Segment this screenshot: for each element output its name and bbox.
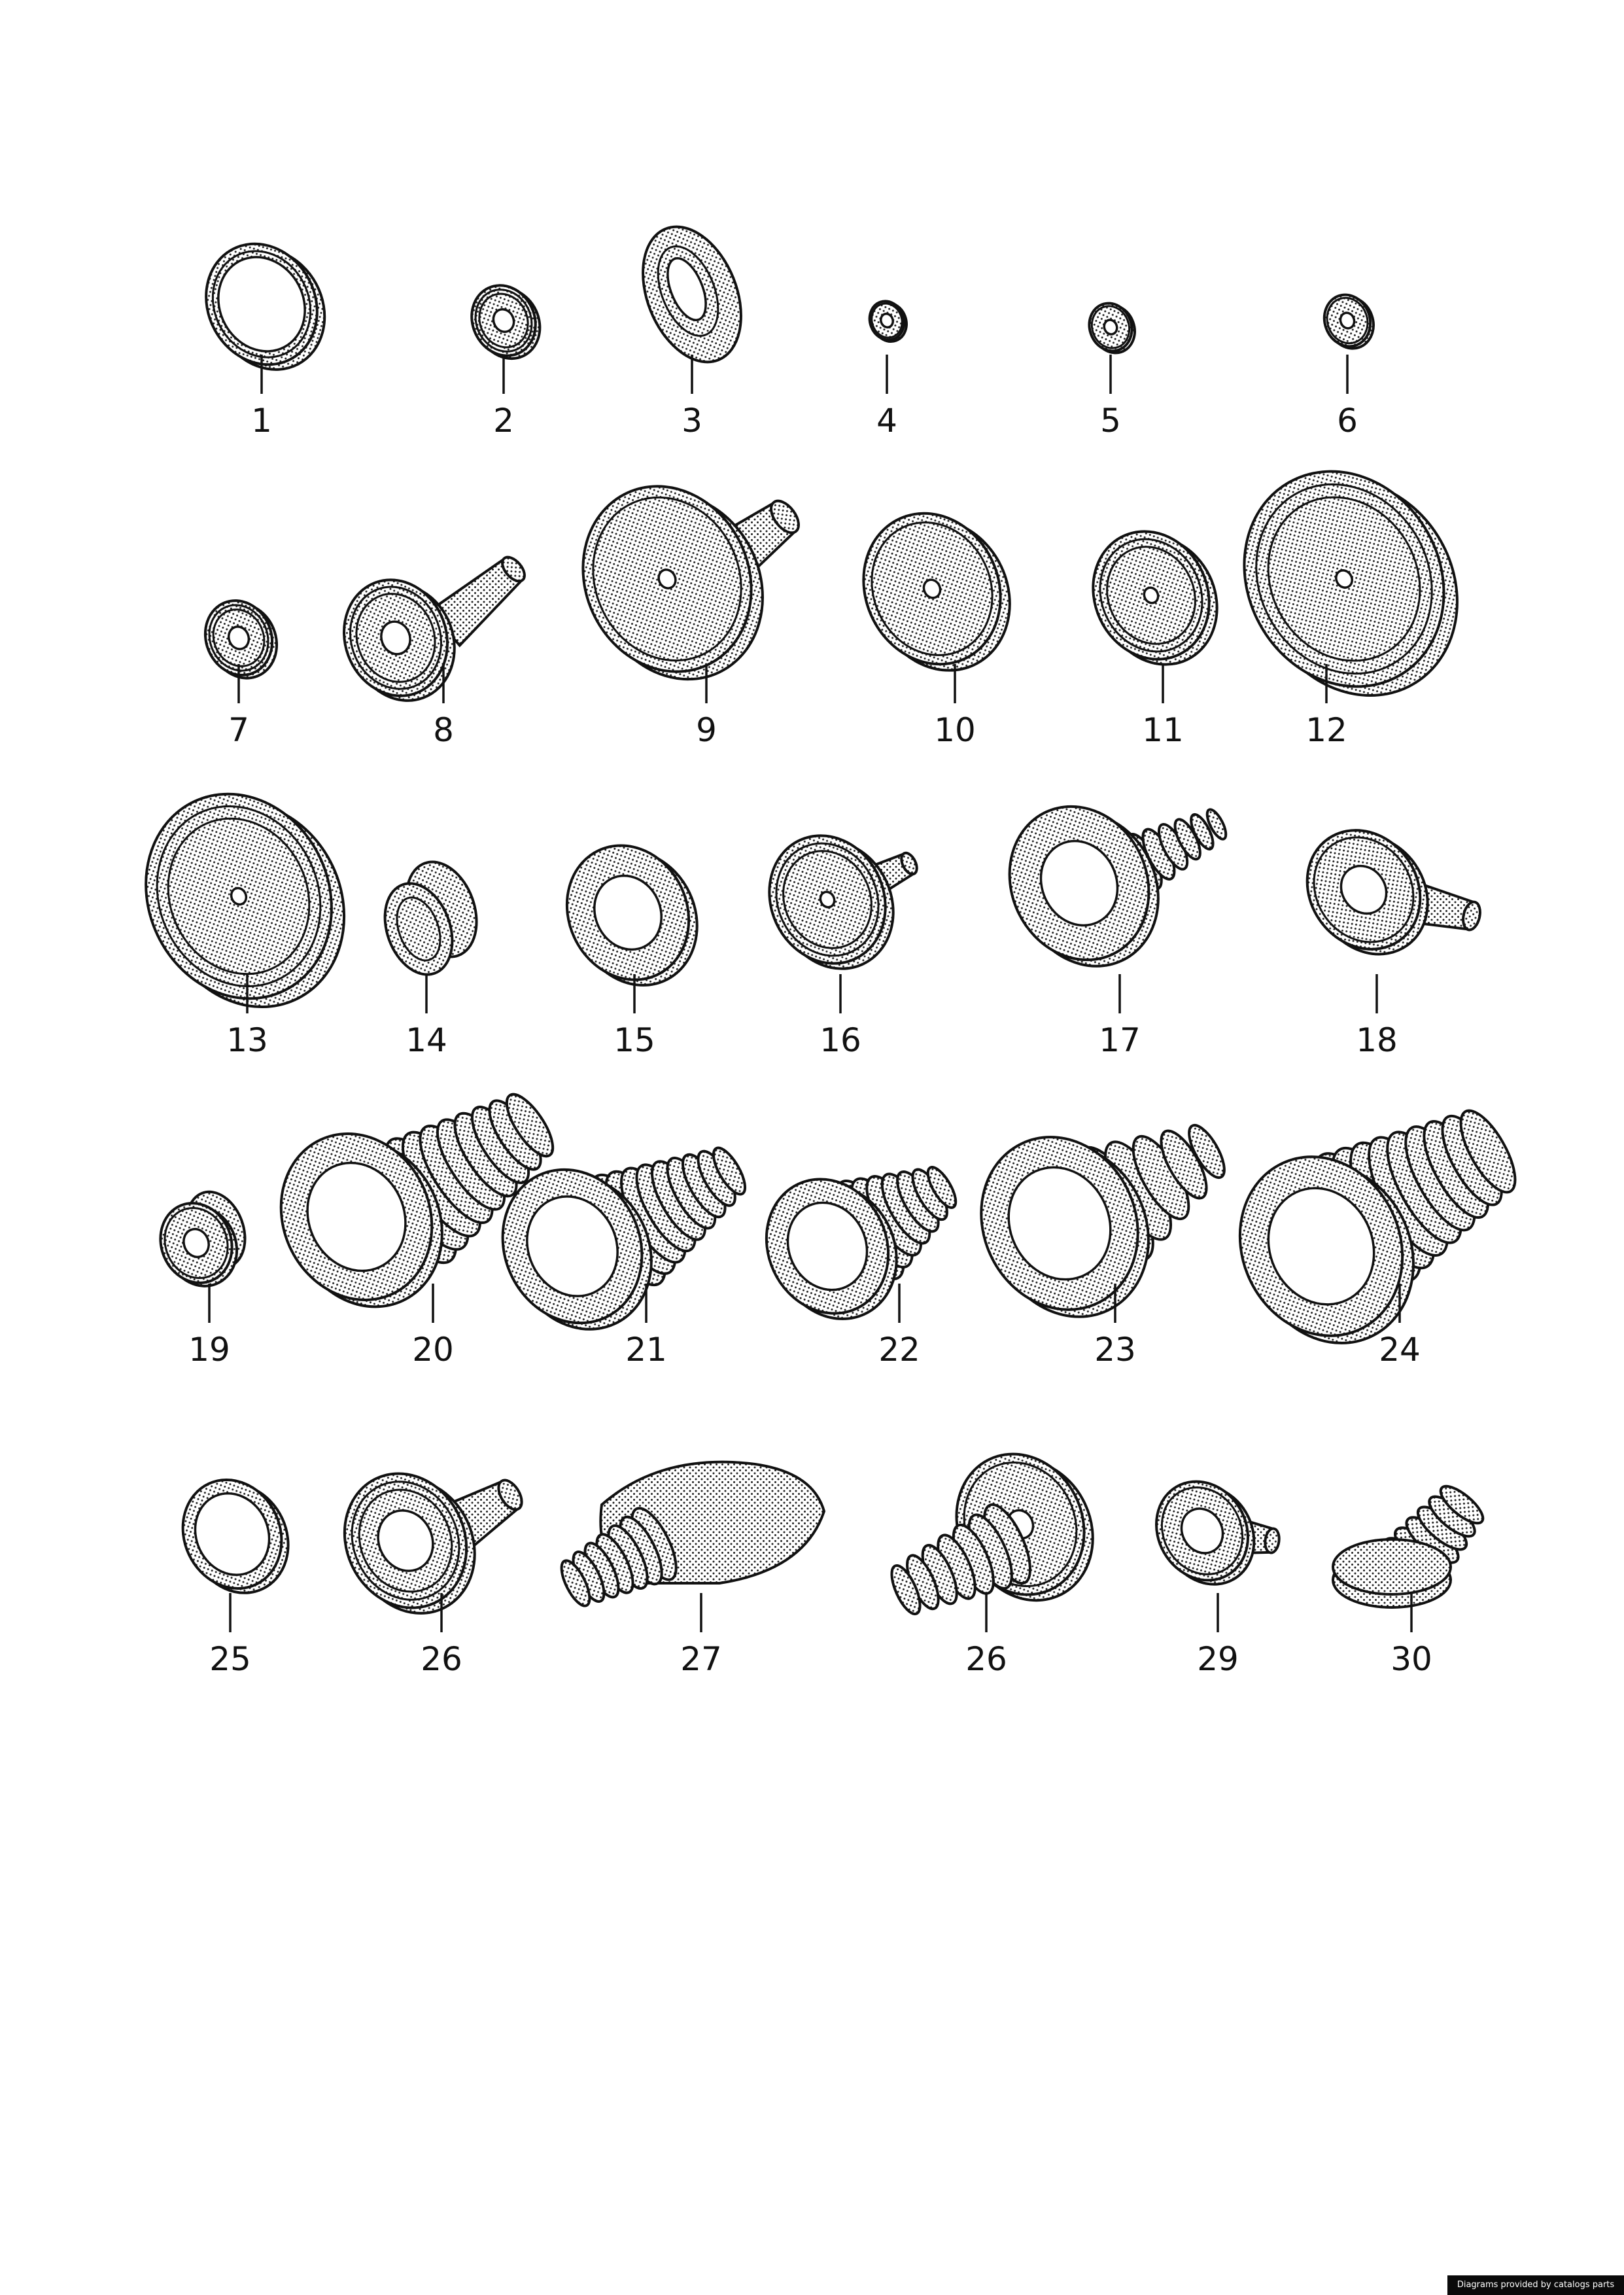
part-23: 23 — [980, 1124, 1226, 1369]
part-number-label: 22 — [878, 1331, 920, 1369]
part-15: 15 — [565, 844, 699, 1059]
part-number-label: 15 — [613, 1021, 655, 1059]
part-number-label: 18 — [1356, 1021, 1398, 1059]
grommet-with-tube-icon — [343, 555, 526, 702]
part-number-label: 23 — [1094, 1331, 1136, 1369]
part-3: 3 — [642, 225, 742, 440]
credit-badge: Diagrams provided by catalogs parts — [1447, 2275, 1624, 2295]
part-number-label: 9 — [696, 711, 717, 749]
part-number-label: 20 — [412, 1331, 454, 1369]
part-number-label: 17 — [1099, 1021, 1141, 1059]
part-2: 2 — [470, 284, 542, 440]
part-20: 20 — [279, 1093, 555, 1369]
grommet-mini-icon — [1088, 302, 1136, 355]
part-5: 5 — [1088, 302, 1136, 440]
grommet-bellows-wide-icon — [980, 1124, 1226, 1318]
part-number-label: 16 — [820, 1021, 861, 1059]
part-19: 19 — [159, 1190, 247, 1369]
grommet-bellows-long-icon — [279, 1093, 555, 1308]
part-number-label: 27 — [680, 1640, 722, 1678]
part-number-label: 6 — [1337, 402, 1358, 440]
part-27: 27 — [560, 1460, 826, 1678]
part-number-label: 11 — [1142, 711, 1184, 749]
part-29: 29 — [1155, 1480, 1281, 1678]
part-22: 22 — [765, 1166, 958, 1369]
part-13: 13 — [145, 792, 346, 1059]
part-24: 24 — [1238, 1109, 1517, 1369]
part-number-label: 2 — [493, 402, 514, 440]
grommet-with-tube-icon — [768, 834, 918, 970]
part-number-label: 26 — [965, 1640, 1007, 1678]
part-26-b: 26 — [890, 1452, 1094, 1678]
part-number-label: 5 — [1100, 402, 1121, 440]
grommet-small-ring-icon — [470, 284, 542, 360]
grommet-bellows-short-icon — [765, 1166, 958, 1320]
grommet-disc-large-icon — [145, 792, 346, 1009]
grommet-mini-icon — [868, 300, 908, 343]
grommet-oval-icon — [642, 225, 742, 364]
grommet-mini-icon — [1322, 293, 1375, 350]
grommet-disc-lipped-icon — [1092, 530, 1218, 666]
part-number-label: 8 — [433, 711, 454, 749]
part-7: 7 — [203, 599, 279, 749]
part-10: 10 — [862, 512, 1011, 749]
grommet-flat-ring-icon — [205, 242, 326, 371]
grommet-large-with-tube-icon — [581, 485, 800, 681]
part-9: 9 — [581, 485, 800, 749]
part-number-label: 10 — [934, 711, 976, 749]
part-26: 26 — [343, 1472, 523, 1678]
part-25: 25 — [181, 1479, 290, 1678]
part-12: 12 — [1243, 470, 1459, 749]
grommet-small-icon — [203, 599, 279, 680]
grommet-oval-large-icon — [565, 844, 699, 987]
grommet-bellows-short-icon — [1008, 805, 1228, 968]
part-number-label: 26 — [421, 1640, 462, 1678]
part-4: 4 — [868, 300, 908, 440]
part-30: 30 — [1332, 1484, 1485, 1678]
grommet-with-tube-icon — [343, 1472, 523, 1615]
grommet-plate-bellows-icon — [560, 1460, 826, 1607]
part-1: 1 — [205, 242, 326, 440]
part-14: 14 — [383, 860, 478, 1059]
part-8: 8 — [343, 555, 526, 749]
part-number-label: 1 — [251, 402, 272, 440]
part-21: 21 — [501, 1146, 747, 1369]
part-number-label: 30 — [1391, 1640, 1432, 1678]
grommet-angled-tube-icon — [1305, 829, 1481, 956]
part-number-label: 25 — [209, 1640, 251, 1678]
grommet-elbow-icon — [1332, 1484, 1485, 1609]
grommet-bellows-long-icon — [1238, 1109, 1517, 1344]
part-number-label: 24 — [1379, 1331, 1421, 1369]
part-number-label: 21 — [625, 1331, 667, 1369]
grommet-disc-icon — [862, 512, 1011, 672]
grommet-ring-clip-icon — [181, 1479, 290, 1594]
part-17: 17 — [1008, 805, 1228, 1059]
grommet-cup-icon — [383, 860, 478, 976]
part-number-label: 14 — [406, 1021, 447, 1059]
part-number-label: 7 — [228, 711, 249, 749]
grommet-bellows-long-icon — [501, 1146, 747, 1331]
part-16: 16 — [768, 834, 918, 1059]
part-number-label: 19 — [188, 1331, 230, 1369]
part-number-label: 12 — [1305, 711, 1347, 749]
part-number-label: 3 — [682, 402, 702, 440]
grommet-bellows-flange-icon — [890, 1452, 1094, 1615]
part-6: 6 — [1322, 293, 1375, 440]
grommet-funnel-icon — [1155, 1480, 1281, 1586]
part-number-label: 4 — [876, 402, 897, 440]
part-number-label: 29 — [1197, 1640, 1239, 1678]
grommet-disc-large-icon — [1243, 470, 1459, 697]
part-number-label: 13 — [226, 1021, 268, 1059]
grommet-cup-small-icon — [159, 1190, 247, 1288]
part-11: 11 — [1092, 530, 1218, 749]
part-18: 18 — [1305, 829, 1481, 1059]
